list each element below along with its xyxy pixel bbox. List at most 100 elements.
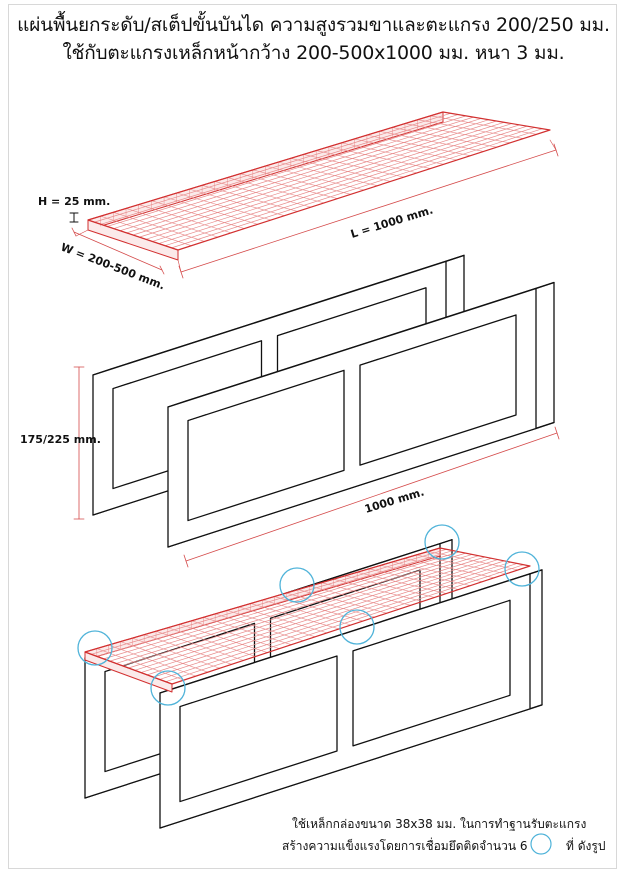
weld-points <box>77 524 540 706</box>
grating-cross-bar <box>214 181 312 208</box>
grating-cross-bar <box>356 571 447 594</box>
grating-cross-bar <box>321 582 411 606</box>
frame-front-outline <box>167 287 537 548</box>
grating-cross-bar <box>143 634 232 665</box>
grating-cross-bar <box>328 146 431 169</box>
leg-height-label: 175/225 mm. <box>20 433 101 446</box>
grating-cross-bar <box>368 568 459 590</box>
frame-depth-edge <box>529 569 543 575</box>
frame-inner-depth-edge <box>277 329 296 336</box>
weld-legend-circle-icon <box>530 833 552 855</box>
grating-cross-bar <box>353 138 458 161</box>
extension-line <box>177 259 182 273</box>
frame-inner-window-left <box>179 655 338 803</box>
frame-inner-depth-edge <box>270 613 283 619</box>
grating-cross-bar <box>366 134 471 157</box>
grating-cross-bar <box>226 610 316 638</box>
width-dimension-end <box>71 227 77 237</box>
grating-cross-bar <box>239 173 338 199</box>
grating-cross-bar <box>214 613 304 642</box>
grating-cross-bar <box>252 169 352 195</box>
height-label: H = 25 mm. <box>38 195 110 208</box>
grating-cross-bar <box>132 637 221 669</box>
note-line-2: สร้างความแข็งแรงโดยการเชื่อมยึดติดจำนวน … <box>282 839 528 853</box>
grating-cross-bar <box>315 150 418 174</box>
frame-depth-edge <box>529 704 543 710</box>
grating-cross-bar <box>227 177 325 204</box>
grating-panel <box>87 111 551 261</box>
grating-cross-bar <box>238 606 328 634</box>
width-dimension-line <box>73 231 163 271</box>
frame-inner-depth-edge <box>112 382 132 389</box>
grating-cross-bar <box>176 192 272 221</box>
grating-top-outline <box>84 547 531 685</box>
grating-cross-bar <box>250 603 340 630</box>
frame-inner-window-right <box>352 599 511 747</box>
weld-circle-icon <box>279 567 315 603</box>
grating-cross-bar <box>379 130 484 152</box>
grating-cross-bar <box>262 599 352 626</box>
note-line-2-suffix: ที่ ดังรูป <box>566 839 606 853</box>
frame-inner-depth-edge <box>352 646 366 652</box>
grating-cross-bar <box>201 184 298 212</box>
weld-circle-icon <box>339 609 375 645</box>
grating-cross-bar <box>430 115 538 135</box>
grating-cross-bar <box>427 551 519 571</box>
grating-cross-bar <box>125 208 219 238</box>
weld-circle-icon <box>77 630 113 666</box>
frame-depth-edge <box>535 421 555 430</box>
note-line-1: ใช้เหล็กกล่องขนาด 38x38 มม. ในการทำฐานรั… <box>292 817 587 831</box>
frame-inner-depth-edge <box>359 358 379 366</box>
grating-cross-bar <box>404 123 511 144</box>
grating-cross-bar <box>345 575 435 598</box>
title-line-1: แผ่นพื้นยกระดับ/สเต็ปขั้นบันได ความสูงรว… <box>17 14 610 36</box>
leg-frames <box>92 254 555 548</box>
leg-length-dimension-end <box>554 426 560 440</box>
leg-length-dimension-end <box>183 554 189 568</box>
weld-circle-icon <box>504 551 540 587</box>
weld-circle-icon <box>150 670 186 706</box>
leg-length-label: 1000 mm. <box>363 485 426 515</box>
title-line-2: ใช้กับตะแกรงเหล็กหน้ากว้าง 200-500x1000 … <box>62 42 565 64</box>
length-dimension-line <box>180 149 557 273</box>
grating-cross-bar <box>341 142 445 165</box>
extension-line <box>549 139 557 151</box>
page-frame <box>8 4 617 869</box>
grating-cross-bar <box>113 211 205 242</box>
grating-cross-bar <box>167 627 256 657</box>
grating-cross-bar <box>392 561 483 583</box>
extension-line <box>75 229 89 237</box>
grating-cross-bar <box>285 592 376 618</box>
frame-inner-window-right <box>359 314 517 466</box>
grating-cross-bar <box>203 617 292 645</box>
frame-front-outline <box>159 573 531 829</box>
grating-cross-bar <box>100 215 192 247</box>
grating-cross-bar <box>155 630 244 661</box>
grating-cross-bar <box>380 565 471 586</box>
frame-inner-depth-edge <box>179 702 193 707</box>
grating-cross-bar <box>297 589 388 614</box>
leg-length-dimension-line <box>185 432 558 562</box>
grating-cross-bar <box>391 127 498 148</box>
grating-cross-bar <box>120 641 209 673</box>
frame-inner-depth-edge <box>187 414 207 421</box>
dimension-lines <box>69 139 560 568</box>
width-dimension-end <box>159 265 165 275</box>
grating-cross-bar <box>108 644 197 677</box>
grating-cross-bar <box>303 154 405 178</box>
grating-cross-bar <box>179 623 268 653</box>
grating-cross-bar <box>309 585 400 610</box>
grating-cross-bar <box>163 196 259 225</box>
grating-cross-bar <box>265 165 365 191</box>
grating-cross-bar <box>404 558 495 579</box>
grating-cross-bar <box>189 188 285 217</box>
frame-depth-edge <box>439 539 453 545</box>
frame-depth-edge <box>445 254 465 262</box>
grating-cross-bar <box>416 554 507 575</box>
grating-cross-bar <box>277 161 378 187</box>
length-label: L = 1000 mm. <box>349 203 435 240</box>
grating-cross-bar <box>138 204 232 234</box>
grating-top-outline <box>87 111 551 251</box>
